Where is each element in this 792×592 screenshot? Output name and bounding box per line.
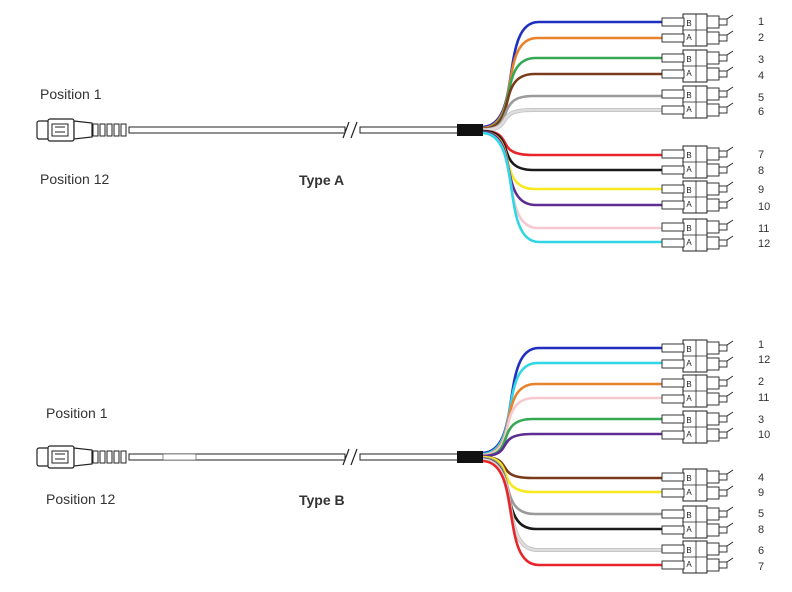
type-b-lc-letter-b: B: [686, 546, 691, 555]
type-a-fiber-number: 6: [758, 106, 764, 118]
type-a-fiber-number: 1: [758, 16, 764, 28]
type-b-fiber-9: [480, 455, 664, 494]
type-b-lc-letter-a: A: [686, 525, 692, 534]
type-a-lc-letter-b: B: [686, 224, 691, 233]
type-a-lc-letter-a: A: [686, 200, 692, 209]
type-a-label: Type A: [299, 172, 345, 188]
type-a-fiber-12: [480, 131, 664, 244]
type-a-breakout-boot: [457, 124, 483, 136]
type-a-lc-letter-a: A: [686, 33, 692, 42]
type-a-fiber-number: 9: [758, 184, 764, 196]
type-b-lc-letter-b: B: [686, 511, 691, 520]
type-b-fiber-11: [480, 396, 664, 457]
type-a-fiber-number: 2: [758, 32, 764, 44]
type-b-fiber-10: [480, 432, 664, 458]
type-a-fiber-6: [480, 108, 664, 132]
type-a-lc-connector: BA: [661, 13, 734, 47]
type-a-lc-connector: BA: [661, 85, 734, 119]
type-a-fiber-4: [480, 72, 664, 131]
type-a-fiber-number: 12: [758, 238, 770, 250]
position-12-label-a: Position 12: [40, 171, 110, 187]
type-b-fiber-number: 2: [758, 376, 764, 388]
type-b-lc-connector: BA: [661, 468, 734, 502]
type-b-fiber-number: 5: [758, 508, 764, 520]
type-b-fiber-12: [480, 361, 664, 456]
type-b-cable-tag: [162, 453, 197, 461]
type-a-fiber-7: [480, 129, 664, 157]
type-b-fibers: [480, 346, 664, 567]
type-b-lc-letter-a: A: [686, 359, 692, 368]
type-b-fiber-numbers: 1 12 2 11 3 10 4 9 5 8 6 7: [758, 339, 770, 573]
type-a-lc-letter-b: B: [686, 55, 691, 64]
type-a-fiber-2: [480, 36, 664, 130]
type-a-fiber-number: 3: [758, 54, 764, 66]
type-b-lc-letter-b: B: [686, 345, 691, 354]
type-a-fiber-number: 11: [758, 223, 769, 235]
type-b-mpo-connector: [36, 445, 127, 469]
type-b-lc-connector: BA: [661, 505, 734, 539]
type-a-lc-letter-b: B: [686, 19, 691, 28]
type-a-fibers: [480, 20, 664, 244]
type-a-fiber-number: 5: [758, 92, 764, 104]
type-b-breakout-boot: [457, 451, 483, 463]
position-1-label-b: Position 1: [46, 405, 108, 421]
type-b-lc-connector: BA: [661, 540, 734, 574]
type-a-lc-connector: BA: [661, 49, 734, 83]
type-a-fiber-number: 10: [758, 201, 770, 213]
type-b-lc-connector: BA: [661, 374, 734, 408]
type-b-fiber-number: 11: [758, 392, 769, 404]
type-a-break-marker: [342, 121, 358, 139]
type-a-fiber-number: 4: [758, 70, 764, 82]
type-b-lc-letter-a: A: [686, 488, 692, 497]
type-a-fiber-number: 8: [758, 165, 764, 177]
type-b-lc-connector: BA: [661, 339, 734, 373]
type-a-mpo-connector: [36, 118, 127, 142]
type-a-lc-letter-b: B: [686, 151, 691, 160]
type-b-fiber-number: 9: [758, 487, 764, 499]
type-a-lc-letter-b: B: [686, 91, 691, 100]
position-12-label-b: Position 12: [46, 491, 116, 507]
type-b-lc-letter-a: A: [686, 430, 692, 439]
type-b-fiber-number: 4: [758, 472, 764, 484]
type-b-lc-letter-a: A: [686, 560, 692, 569]
type-b-fiber-number: 6: [758, 545, 764, 557]
type-a-lc-letter-a: A: [686, 238, 692, 247]
type-b-break-marker: [342, 448, 358, 466]
type-a-lc-letter-a: A: [686, 165, 692, 174]
type-b-label: Type B: [299, 492, 345, 508]
type-b-trunk-cable: [128, 448, 459, 466]
type-b-lc-letter-b: B: [686, 474, 691, 483]
type-a-lc-connector: BA: [661, 145, 734, 179]
type-b-lc-letter-b: B: [686, 380, 691, 389]
type-b-fiber-number: 3: [758, 414, 764, 426]
type-a-lc-connector: BA: [661, 180, 734, 214]
type-b-fiber-4: [480, 455, 664, 480]
type-a-lc-letter-a: A: [686, 69, 692, 78]
type-b-fiber-number: 8: [758, 524, 764, 536]
type-b-fiber-number: 7: [758, 561, 764, 573]
position-1-label-a: Position 1: [40, 86, 102, 102]
type-a-lc-connector: BA: [661, 218, 734, 252]
type-b-lc-letter-b: B: [686, 416, 691, 425]
type-a-lc-letter-b: B: [686, 186, 691, 195]
type-b-lc-letter-a: A: [686, 394, 692, 403]
type-b-fiber-number: 12: [758, 354, 770, 366]
type-b-lc-connector: BA: [661, 410, 734, 444]
type-b-fiber-number: 1: [758, 339, 764, 351]
type-a-lc-letter-a: A: [686, 105, 692, 114]
type-a-fiber-number: 7: [758, 149, 764, 161]
type-b-fiber-number: 10: [758, 429, 770, 441]
type-a-trunk-cable: [128, 121, 459, 139]
type-b-fiber-7: [480, 459, 664, 567]
